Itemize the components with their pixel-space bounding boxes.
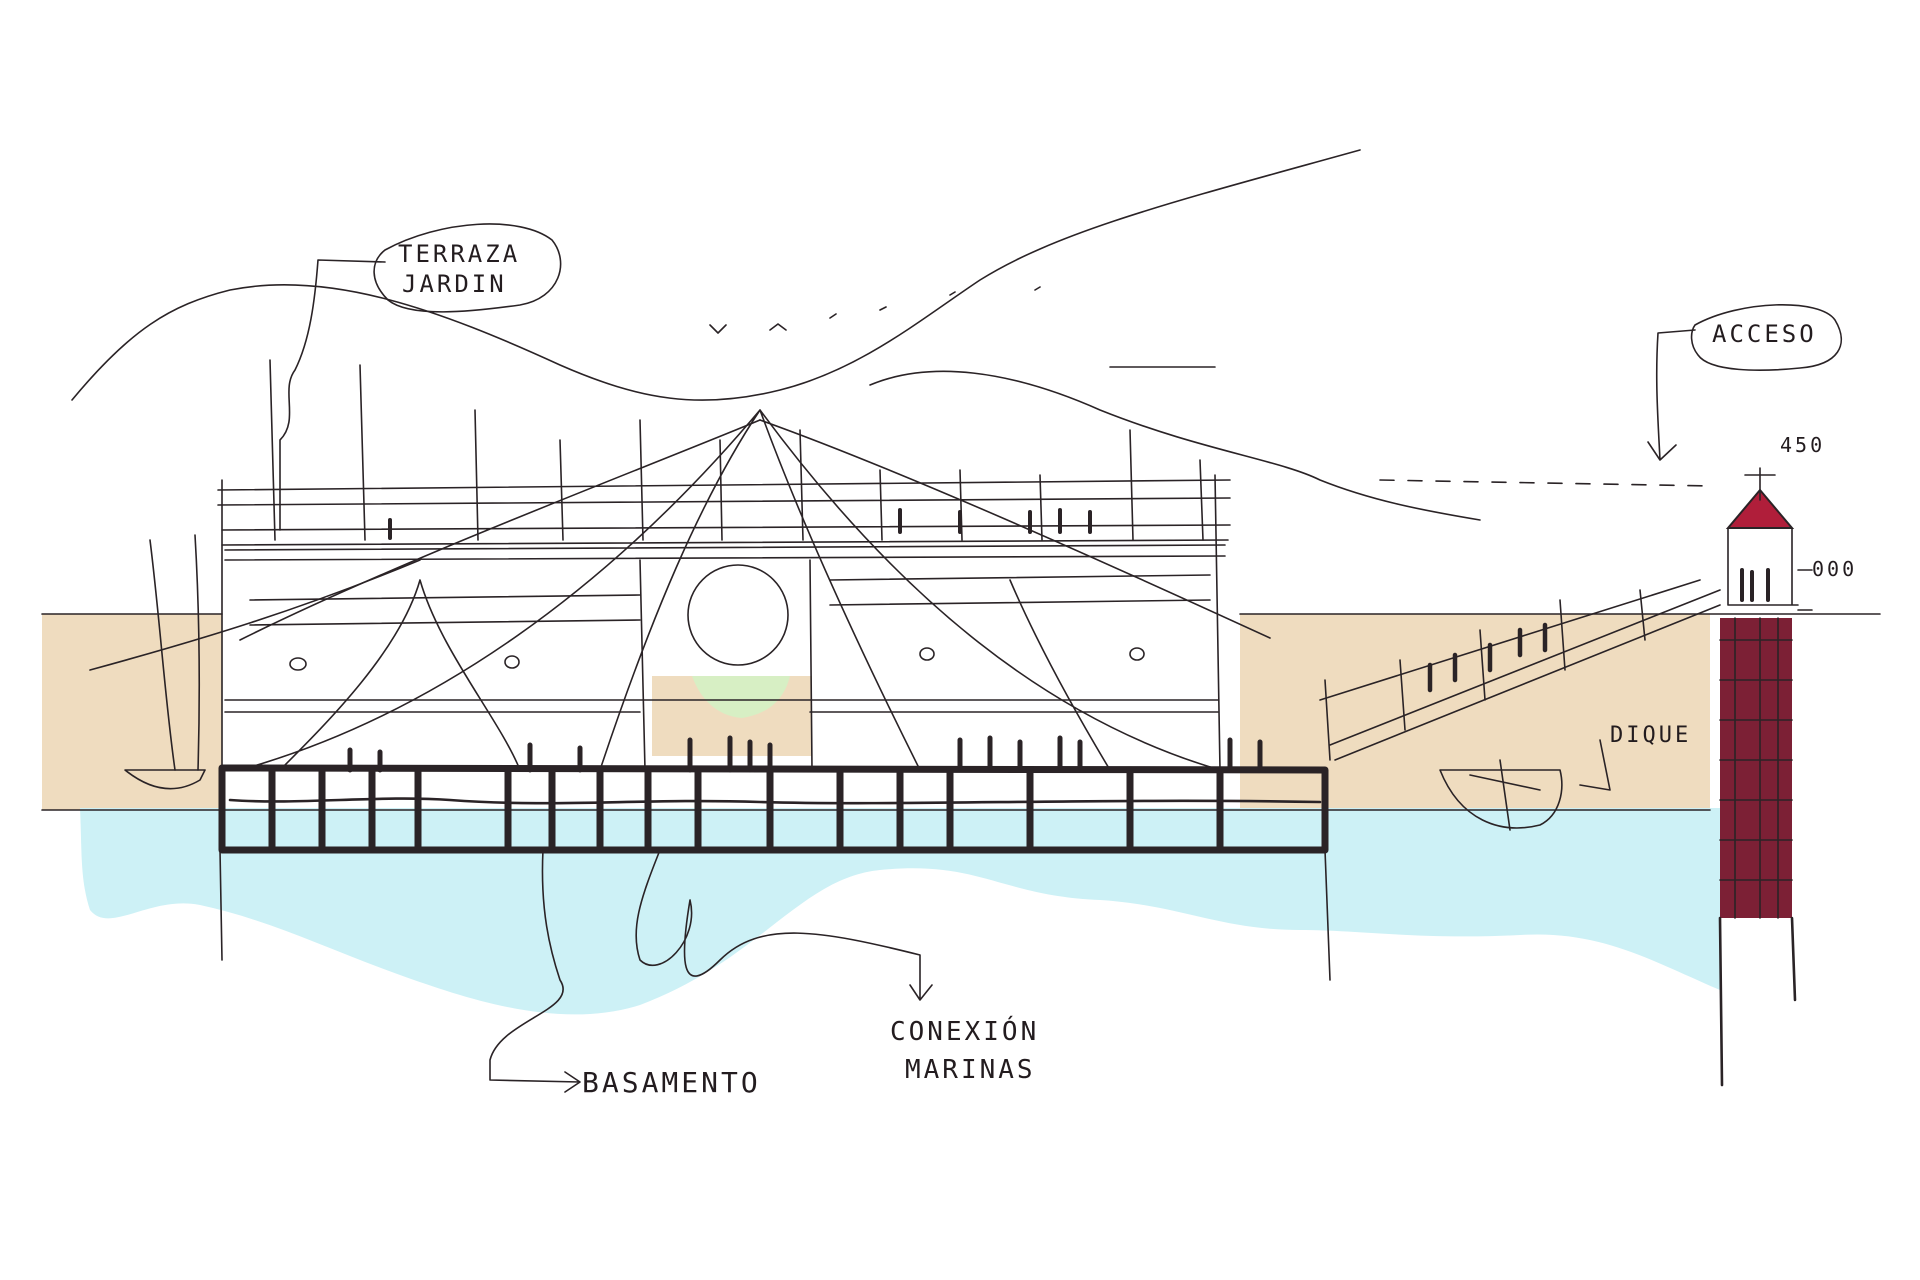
horizon-line [71, 149, 1361, 401]
roof-figures [388, 508, 1092, 540]
roof-terrace-posts [269, 359, 1204, 541]
pier-columns [268, 766, 1224, 852]
sand-left [42, 614, 222, 810]
small-openings [289, 647, 1145, 671]
label-terraza-line2: JARDIN [402, 270, 507, 298]
conexion-leader [635, 849, 933, 1001]
garden-patch [692, 676, 790, 718]
lighthouse-cabin [1727, 527, 1799, 606]
lighthouse-wall-texture [1719, 617, 1793, 919]
left-boat-hull [124, 769, 206, 790]
lighthouse [1718, 467, 1813, 1087]
label-conexion-line1: CONEXIÓN [890, 1015, 1039, 1047]
lighthouse-roof [1725, 488, 1795, 529]
lighthouse-figures [1740, 568, 1770, 602]
elevation-marks [1744, 467, 1813, 611]
label-elev-450: 450 [1780, 433, 1825, 457]
roof-terrace-rail [217, 479, 1231, 546]
label-dique: DIQUE [1610, 723, 1691, 748]
pier-basamento [218, 764, 1331, 981]
ramp-deck [1319, 579, 1721, 761]
main-walls [221, 474, 1221, 771]
label-terraza-line1: TERRAZA [398, 240, 520, 268]
right-boat [1439, 739, 1611, 831]
cross-line-2 [759, 419, 1271, 639]
acceso-bubble [1690, 303, 1843, 371]
label-elev-000: 000 [1812, 557, 1857, 581]
ramp-figures [1427, 622, 1548, 693]
acceso-arrow [1647, 329, 1696, 461]
basamento-leader [489, 849, 581, 1093]
sight-line-dashed [1379, 479, 1711, 487]
mid-slab [224, 699, 1219, 713]
label-acceso: ACCESO [1712, 320, 1817, 348]
sand-right [1240, 614, 1710, 810]
water-body [80, 808, 1720, 1015]
terraza-leader [279, 259, 386, 531]
rigging-lines [239, 409, 1221, 771]
left-boat-mast [149, 534, 201, 771]
birds [709, 286, 1041, 334]
label-basamento: BASAMENTO [582, 1066, 761, 1099]
dique-leader [1579, 739, 1611, 791]
hill-line-right [869, 370, 1481, 521]
background-layer [42, 614, 1720, 1015]
text-labels: TERRAZA JARDIN ACCESO 450 000 DIQUE BASA… [398, 240, 1857, 1099]
access-ramp [1319, 579, 1721, 761]
ramp-posts [1324, 589, 1646, 761]
piles [219, 849, 1331, 981]
ground-floor-figures [347, 735, 1263, 773]
lighthouse-wall [1720, 618, 1792, 918]
upper-floor-slab [224, 544, 1226, 626]
round-window [687, 564, 789, 666]
label-conexion-line2: MARINAS [905, 1055, 1036, 1085]
right-boat-mast [1469, 759, 1541, 831]
lighthouse-foundation [1718, 916, 1797, 1087]
building [217, 359, 1263, 773]
terraza-bubble [373, 223, 562, 313]
pier-waterline [228, 797, 1322, 805]
pier-deck [218, 764, 1329, 854]
right-boat-hull [1439, 769, 1563, 829]
cross-line-3 [89, 559, 421, 671]
callouts [279, 223, 1843, 1093]
left-boat [124, 534, 206, 790]
cross-line-1 [239, 419, 761, 641]
